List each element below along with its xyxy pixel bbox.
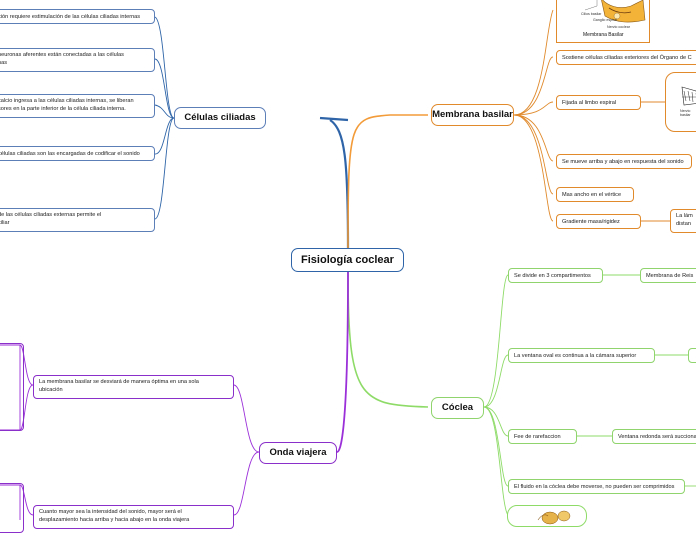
onda-item-1[interactable]: La membrana basilar se desviará de maner… [33, 375, 234, 399]
gradiente-child[interactable]: La lám distan [670, 209, 696, 233]
image-label-cilios: Cilios basilar [581, 12, 602, 16]
image-label-nervio: Nervio coclear [607, 25, 630, 29]
celulas-item-1[interactable]: ción requiere estimulación de las célula… [0, 9, 155, 24]
coclea-item-3[interactable]: Fee de rarefaccion [508, 429, 577, 444]
celulas-item-5[interactable]: de las células ciliadas externas permite… [0, 208, 155, 232]
organ-of-corti-icon [681, 86, 696, 106]
coclea-item-1[interactable]: Se divide en 3 compartimentos [508, 268, 603, 283]
coclea-child-reissner[interactable]: Membrana de Reis [640, 268, 696, 283]
topic-onda-viajera[interactable]: Onda viajera [259, 442, 337, 464]
cochlea-cross-section-icon [584, 0, 646, 23]
membrana-item-4[interactable]: Mas ancho en el vértice [556, 187, 634, 202]
cochlea-illustration-icon [537, 510, 571, 525]
connector-lines [0, 9, 696, 520]
coclea-image [507, 505, 587, 527]
onda-left-group-2 [0, 483, 24, 533]
root-topic[interactable]: Fisiología coclear [291, 248, 404, 272]
onda-item-2[interactable]: Cuanto mayor sea la intensidad del sonid… [33, 505, 234, 529]
coclea-item-2[interactable]: La ventana oval es continua a la cámara … [508, 348, 655, 363]
membrana-item-1[interactable]: Sostiene células ciliadas exteriores del… [556, 50, 696, 65]
topic-coclea[interactable]: Cóclea [431, 397, 484, 419]
membrana-basilar-image: Cilios basilar Ganglio espiral Nervio co… [556, 0, 650, 43]
coclea-item-4[interactable]: El fluido en la cóclea debe moverse, no … [508, 479, 685, 494]
limbo-espiral-image: Nervio basilar [665, 72, 696, 132]
membrana-item-5[interactable]: Gradiente masa/rigidez [556, 214, 641, 229]
onda-left-group-1 [0, 343, 24, 431]
coclea-child-ventana-redonda[interactable]: Ventana redonda será succiona [612, 429, 696, 444]
celulas-item-2[interactable]: neuronas aferentes están conectadas a la… [0, 48, 155, 72]
limbo-image-label: Nervio basilar [680, 109, 691, 117]
topic-membrana-basilar[interactable]: Membrana basilar [431, 104, 514, 126]
membrana-item-3[interactable]: Se mueve arriba y abajo en respuesta del… [556, 154, 692, 169]
image-label-ganglio: Ganglio espiral [593, 18, 617, 22]
celulas-item-4[interactable]: células ciliadas son las encargadas de c… [0, 146, 155, 161]
topic-celulas-ciliadas[interactable]: Células ciliadas [174, 107, 266, 129]
coclea-item-2-child[interactable] [688, 348, 696, 363]
image-caption: Membrana Basilar [583, 32, 624, 38]
celulas-item-3[interactable]: calcio ingresa a las células ciliadas in… [0, 94, 155, 118]
membrana-item-2[interactable]: Fijada al limbo espiral [556, 95, 641, 110]
